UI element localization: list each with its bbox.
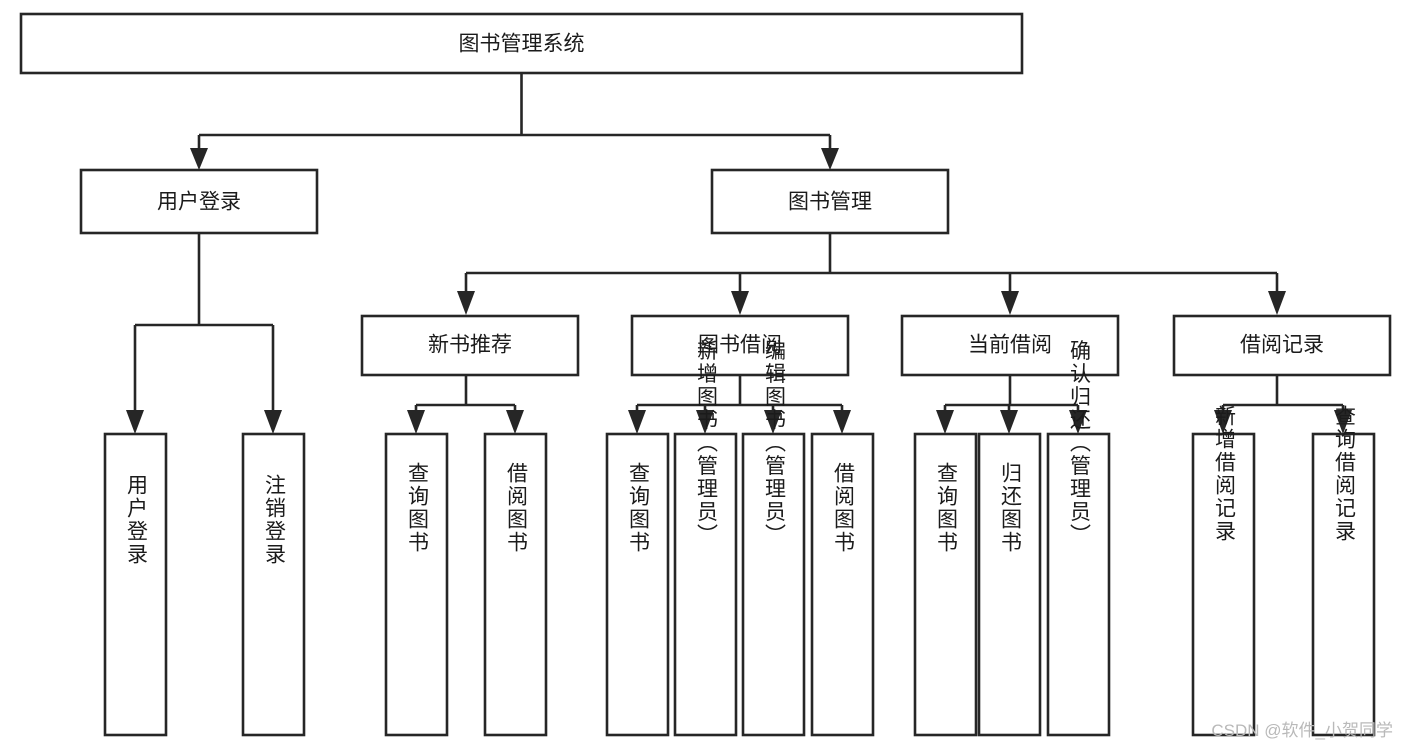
node-borrow-record[interactable]: 借阅记录 bbox=[1172, 314, 1392, 377]
node-leaf-query-book-1[interactable]: 查询图书 bbox=[384, 432, 449, 737]
arrowhead-to-leaf-add-book bbox=[696, 410, 714, 434]
node-leaf-query-book-1-label: 查询图书 bbox=[406, 462, 430, 554]
node-leaf-return-book[interactable]: 归还图书 bbox=[977, 432, 1042, 737]
node-leaf-add-book-box[interactable] bbox=[673, 432, 738, 737]
node-current-borrow-label: 当前借阅 bbox=[968, 334, 1052, 357]
node-book-borrow-box[interactable] bbox=[630, 314, 850, 377]
arrowhead-to-leaf-borrow-book-1 bbox=[506, 410, 524, 434]
node-user-login-label: 用户登录 bbox=[157, 191, 241, 214]
edge-book-borrow-to-bus bbox=[635, 375, 844, 412]
node-leaf-return-book-label: 归还图书 bbox=[999, 462, 1023, 554]
node-book-borrow[interactable]: 图书借阅 bbox=[630, 314, 850, 377]
arrowhead-to-current-borrow bbox=[1001, 291, 1019, 315]
node-leaf-query-book-3-box[interactable] bbox=[913, 432, 978, 737]
node-leaf-add-record-label: 新增借阅记录 bbox=[1213, 405, 1237, 543]
node-leaf-borrow-book-1-label: 借阅图书 bbox=[505, 462, 529, 554]
node-leaf-confirm-return-label: 确认归还（管理员） bbox=[1068, 340, 1092, 547]
node-leaf-borrow-book-1[interactable]: 借阅图书 bbox=[483, 432, 548, 737]
node-leaf-edit-book-box[interactable] bbox=[741, 432, 806, 737]
node-leaf-borrow-book-2[interactable]: 借阅图书 bbox=[810, 432, 875, 737]
node-borrow-record-label: 借阅记录 bbox=[1240, 334, 1324, 357]
node-root[interactable]: 图书管理系统 bbox=[19, 12, 1024, 75]
node-leaf-add-book-label: 新增图书（管理员） bbox=[695, 340, 719, 547]
node-new-book-recommend[interactable]: 新书推荐 bbox=[360, 314, 580, 377]
node-leaf-borrow-book-2-label: 借阅图书 bbox=[832, 462, 856, 554]
node-leaf-query-book-2-label: 查询图书 bbox=[627, 462, 651, 554]
arrowhead-to-leaf-edit-book bbox=[764, 410, 782, 434]
node-leaf-edit-book[interactable]: 编辑图书（管理员） bbox=[741, 340, 806, 737]
node-current-borrow[interactable]: 当前借阅 bbox=[900, 314, 1120, 377]
arrowhead-to-leaf-borrow-book-2 bbox=[833, 410, 851, 434]
node-leaf-edit-book-label: 编辑图书（管理员） bbox=[763, 340, 787, 547]
node-leaf-borrow-book-2-box[interactable] bbox=[810, 432, 875, 737]
node-borrow-record-box[interactable] bbox=[1172, 314, 1392, 377]
arrowhead-to-user-login bbox=[190, 148, 208, 170]
node-leaf-query-record[interactable]: 查询借阅记录 bbox=[1311, 405, 1376, 737]
edge-borrow-record-to-bus bbox=[1221, 375, 1345, 412]
edge-layer bbox=[126, 73, 1352, 434]
node-leaf-user-logout-box[interactable] bbox=[241, 432, 306, 737]
node-leaf-query-book-2-box[interactable] bbox=[605, 432, 670, 737]
node-new-book-recommend-label: 新书推荐 bbox=[428, 334, 512, 357]
node-leaf-borrow-book-1-box[interactable] bbox=[483, 432, 548, 737]
node-leaf-add-book[interactable]: 新增图书（管理员） bbox=[673, 340, 738, 737]
node-root-box[interactable] bbox=[19, 12, 1024, 75]
node-leaf-query-book-1-box[interactable] bbox=[384, 432, 449, 737]
arrowhead-to-borrow-record bbox=[1268, 291, 1286, 315]
edge-book-management-to-bus bbox=[464, 233, 1279, 293]
csdn-watermark: CSDN @软件_小贺同学 bbox=[1211, 721, 1393, 740]
node-leaf-user-login-label: 用户登录 bbox=[125, 474, 149, 566]
node-leaf-user-login-box[interactable] bbox=[103, 432, 168, 737]
arrowhead-to-leaf-return-book bbox=[1000, 410, 1018, 434]
node-leaf-add-record-box[interactable] bbox=[1191, 432, 1256, 737]
arrowhead-to-leaf-user-logout bbox=[264, 410, 282, 434]
node-leaf-add-record[interactable]: 新增借阅记录 bbox=[1191, 405, 1256, 737]
node-leaf-return-book-box[interactable] bbox=[977, 432, 1042, 737]
edge-new-book-recommend-to-bus bbox=[414, 375, 517, 412]
arrowhead-to-leaf-query-record bbox=[1334, 410, 1352, 434]
node-root-label: 图书管理系统 bbox=[459, 33, 585, 56]
arrowhead-to-new-book-recommend bbox=[457, 291, 475, 315]
arrowhead-to-leaf-query-book-3 bbox=[936, 410, 954, 434]
node-leaf-confirm-return-box[interactable] bbox=[1046, 432, 1111, 737]
node-leaf-query-book-3[interactable]: 查询图书 bbox=[913, 432, 978, 737]
node-book-management[interactable]: 图书管理 bbox=[710, 168, 950, 235]
node-leaf-confirm-return[interactable]: 确认归还（管理员） bbox=[1046, 340, 1111, 737]
node-user-login[interactable]: 用户登录 bbox=[79, 168, 319, 235]
node-leaf-query-book-3-label: 查询图书 bbox=[935, 462, 959, 554]
node-user-login-box[interactable] bbox=[79, 168, 319, 235]
node-leaf-query-record-label: 查询借阅记录 bbox=[1333, 405, 1357, 543]
node-new-book-recommend-box[interactable] bbox=[360, 314, 580, 377]
node-current-borrow-box[interactable] bbox=[900, 314, 1120, 377]
edge-root-to-bus bbox=[197, 73, 832, 150]
arrowhead-to-book-management bbox=[821, 148, 839, 170]
node-leaf-user-logout-label: 注销登录 bbox=[263, 474, 287, 566]
arrowhead-to-leaf-query-book-2 bbox=[628, 410, 646, 434]
node-leaf-query-record-box[interactable] bbox=[1311, 432, 1376, 737]
edge-user-login-to-bus bbox=[133, 233, 275, 412]
arrowhead-to-leaf-confirm-return bbox=[1069, 410, 1087, 434]
node-leaf-query-book-2[interactable]: 查询图书 bbox=[605, 432, 670, 737]
node-book-management-box[interactable] bbox=[710, 168, 950, 235]
arrowhead-to-book-borrow bbox=[731, 291, 749, 315]
edge-current-borrow-to-bus bbox=[943, 375, 1080, 412]
arrowhead-to-leaf-user-login bbox=[126, 410, 144, 434]
node-leaf-user-login[interactable]: 用户登录 bbox=[103, 432, 168, 737]
node-book-management-label: 图书管理 bbox=[788, 191, 872, 214]
node-leaf-user-logout[interactable]: 注销登录 bbox=[241, 432, 306, 737]
arrowhead-to-leaf-add-record bbox=[1214, 410, 1232, 434]
arrowhead-to-leaf-query-book-1 bbox=[407, 410, 425, 434]
node-book-borrow-label: 图书借阅 bbox=[698, 334, 782, 357]
